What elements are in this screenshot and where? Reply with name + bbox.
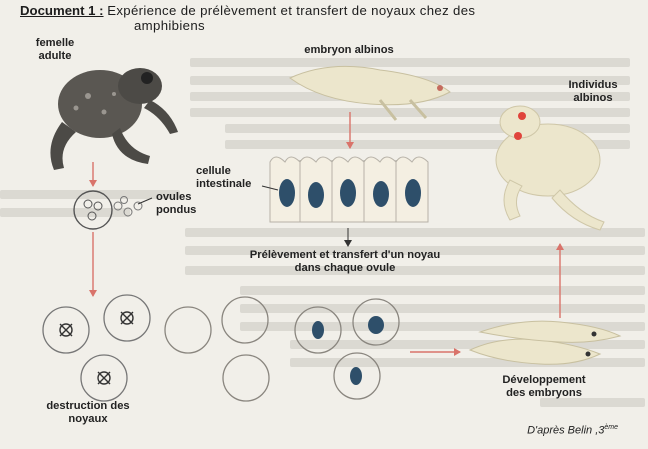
intestinal-epithelium [269, 156, 429, 223]
source-credit-sup: ème [604, 424, 618, 431]
annotation-lines [137, 185, 352, 247]
embryo-icon [289, 65, 451, 121]
document-title-continuation: amphibiens [134, 18, 205, 33]
label-nucleus-transfer: Prélèvement et transfert d'un noyau dans… [249, 249, 441, 274]
document-label: Document 1 : [20, 3, 104, 18]
empty-ova [164, 296, 270, 402]
label-albino-individuals: Individus albinos [568, 79, 618, 104]
albino-frog-icon [495, 105, 605, 231]
label-laid-ova: ovules pondus [156, 191, 197, 216]
label-albino-embryo: embryon albinos [304, 44, 394, 56]
source-credit-text: D'après Belin ,3 [527, 424, 605, 437]
developing-embryos [468, 320, 622, 365]
frog-icon [50, 68, 178, 170]
document-title: Document 1 : Expérience de prélèvement e… [20, 3, 640, 33]
label-intestinal-cell: cellule intestinale [196, 165, 252, 190]
flow-arrows [89, 112, 564, 356]
nucleated-ova [294, 298, 400, 400]
enucleated-ova [42, 294, 151, 402]
label-nuclei-destruction: destruction des noyaux [46, 400, 130, 425]
label-adult-female: femelle adulte [35, 37, 75, 62]
label-embryo-development: Développement des embryons [502, 374, 586, 399]
source-credit: D'après Belin ,3ème [527, 424, 618, 437]
ova-group [73, 190, 143, 230]
destroyed-nucleus-icon [59, 311, 134, 385]
document-title-text: Expérience de prélèvement et transfert d… [107, 3, 476, 18]
